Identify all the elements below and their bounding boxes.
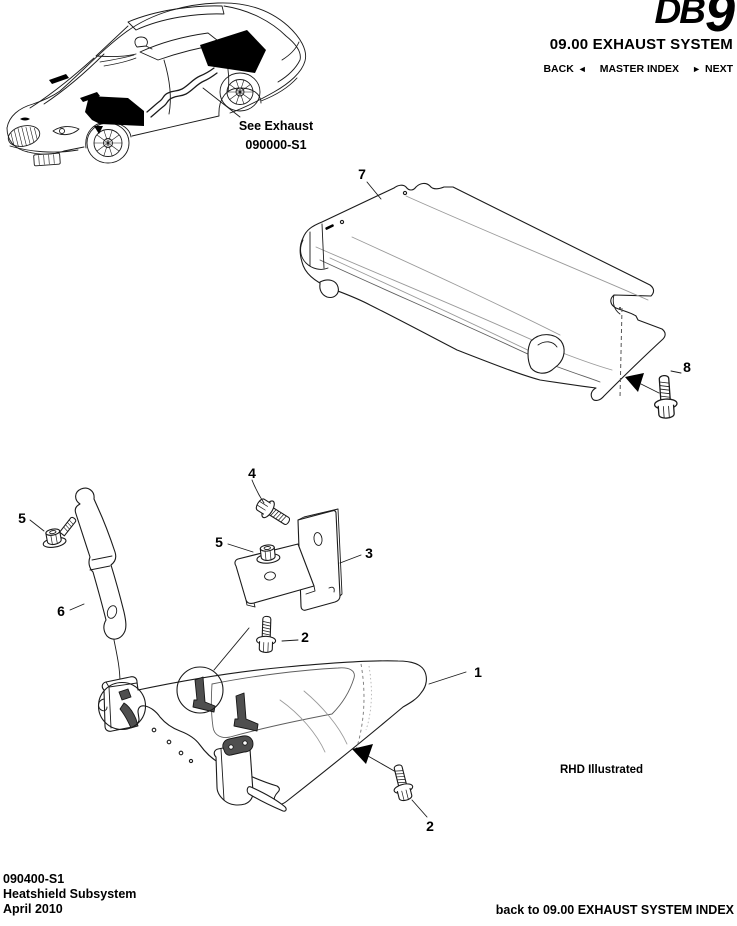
label-6-leader: [69, 603, 85, 611]
bracket-6-group: [29, 487, 127, 684]
arrow-to-heatshield: [625, 373, 644, 392]
see-exhaust-crossref[interactable]: See Exhaust 090000-S1: [231, 117, 321, 155]
label-2a-leader: [281, 639, 299, 642]
nav-next-link[interactable]: ► NEXT: [692, 63, 733, 75]
footer-left: 090400-S1 Heatshield Subsystem April 201…: [3, 872, 136, 918]
part-label-1: 1: [474, 664, 482, 680]
nav-master-index-link[interactable]: MASTER INDEX: [600, 63, 679, 75]
label-1-leader: [428, 671, 467, 685]
detail-circle-mid: [176, 666, 224, 714]
label-5b-leader: [227, 543, 254, 553]
part-label-6: 6: [57, 603, 65, 619]
next-arrow-icon: ►: [692, 64, 701, 74]
nav-master-index-label: MASTER INDEX: [599, 63, 680, 75]
label-2b-leader: [411, 799, 428, 818]
logo-db-text: DB: [654, 0, 706, 31]
label-5a-leader: [29, 519, 45, 532]
nav-back-link[interactable]: BACK ◄: [543, 63, 586, 75]
bolt-4-drawing: [252, 494, 295, 531]
footer-doc-number: 090400-S1: [3, 872, 65, 886]
part-label-5b: 5: [215, 534, 223, 550]
bracket-6-to-detail-leader: [113, 639, 121, 684]
label-8-leader: [670, 370, 682, 374]
rear-heatshield-highlight: [200, 30, 266, 73]
logo-9-text: 9: [704, 0, 735, 43]
front-wheel: [86, 122, 130, 164]
clip-bracket: [233, 692, 259, 732]
see-exhaust-leader: [202, 87, 241, 118]
rear-wheel: [219, 72, 261, 112]
arrow-to-heatshield: [352, 744, 373, 764]
front-heatshield-highlight: [85, 96, 144, 126]
part-label-2b: 2: [426, 818, 434, 834]
page-title: 09.00 EXHAUST SYSTEM: [549, 36, 733, 53]
footer-subsystem: Heatshield Subsystem: [3, 887, 137, 902]
clip-bracket: [192, 676, 216, 713]
bracket-3-group: [227, 479, 362, 611]
lower-heatshield-drawing: [97, 660, 467, 818]
bolt-2b-drawing: [387, 762, 417, 803]
part-label-8: 8: [683, 359, 691, 375]
bolt-2a-drawing: [255, 615, 277, 654]
car-location-illustration: [6, 2, 307, 167]
hood-vent: [49, 74, 69, 84]
back-to-index-link[interactable]: back to 09.00 EXHAUST SYSTEM INDEX: [495, 903, 734, 917]
bolt-8-drawing: [651, 374, 679, 420]
back-arrow-icon: ◄: [577, 64, 587, 74]
db9-logo: DB 9: [654, 0, 736, 43]
part-label-7: 7: [358, 166, 366, 182]
bolt-2a-to-detail-leader: [213, 627, 250, 671]
see-exhaust-line2: 090000-S1: [245, 138, 307, 152]
label-4-leader: [251, 479, 265, 504]
header-nav: BACK ◄ MASTER INDEX ► NEXT: [543, 63, 733, 75]
nav-next-label: NEXT: [704, 63, 733, 75]
part-label-4: 4: [248, 465, 256, 481]
footer-date: April 2010: [3, 902, 63, 917]
detail-circle-left: [97, 681, 147, 731]
see-exhaust-line1: See Exhaust: [238, 119, 314, 133]
part-label-2a: 2: [301, 629, 309, 645]
front-heatshield-tab: [94, 126, 103, 134]
rhd-note: RHD Illustrated: [560, 764, 644, 776]
label-3-leader: [339, 554, 362, 564]
clip-bracket: [119, 702, 139, 729]
part-label-3: 3: [365, 545, 373, 561]
clip-bracket: [118, 688, 132, 701]
upper-heatshield-drawing: [299, 181, 682, 420]
nav-back-label: BACK: [543, 63, 574, 75]
stud-drawing: [59, 516, 77, 537]
label-7-leader: [366, 181, 382, 200]
part-label-5a: 5: [18, 510, 26, 526]
bolt-2a-group: [213, 615, 299, 671]
badge: [20, 117, 30, 121]
bracket-6-drawing: [74, 487, 127, 640]
